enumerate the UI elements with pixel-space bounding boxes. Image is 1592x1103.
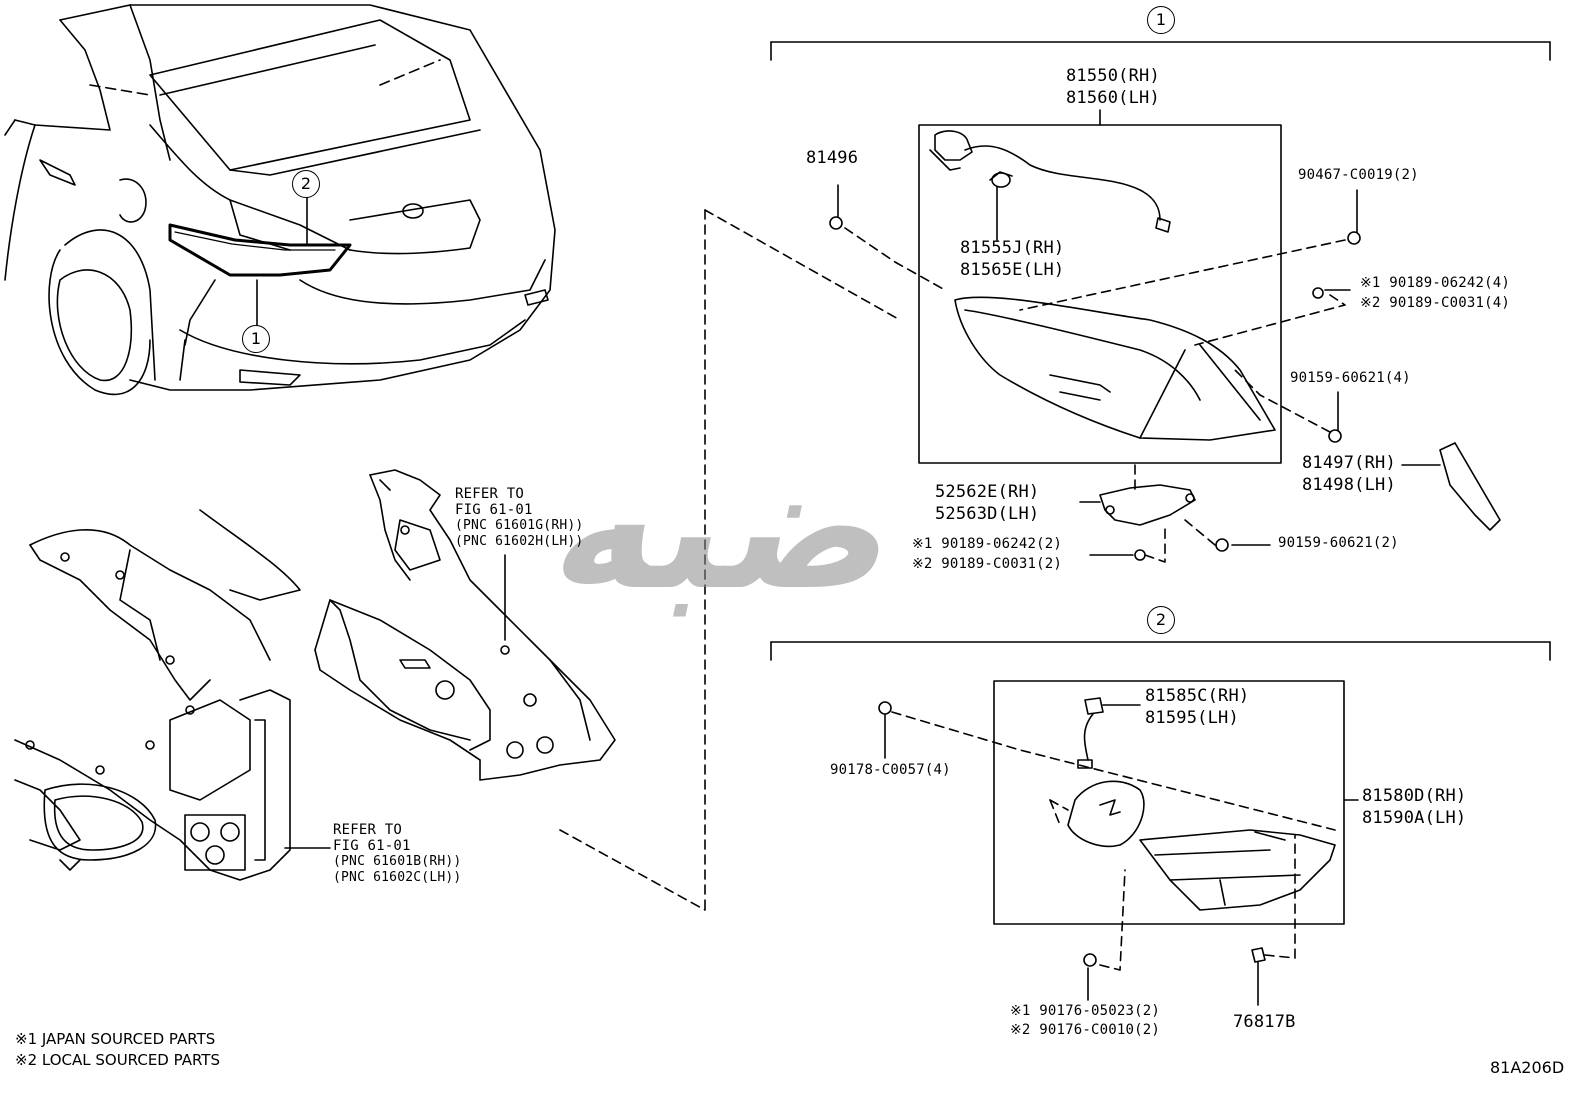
- part-90189-a1[interactable]: ※1 90189-06242(4): [1360, 275, 1510, 291]
- part-81585c[interactable]: 81585C(RH): [1145, 686, 1250, 706]
- part-81496[interactable]: 81496: [806, 148, 859, 168]
- part-76817b[interactable]: 76817B: [1233, 1012, 1296, 1032]
- dashed-leaders-1: [559, 209, 1346, 911]
- quarter-panel-illustration: [14, 509, 301, 881]
- solid-leaders-2: [884, 714, 1359, 1006]
- refer-upper-line-4: (PNC 61602H(LH)): [455, 534, 584, 549]
- fasteners-group-2: [878, 701, 1266, 967]
- part-81555j[interactable]: 81555J(RH): [960, 238, 1065, 258]
- refer-upper-line-2: FIG 61-01: [455, 502, 533, 518]
- watermark-logo: ضبه: [538, 430, 918, 628]
- refer-lower-line-2: FIG 61-01: [333, 838, 411, 854]
- refer-lower-line-4: (PNC 61602C(LH)): [333, 870, 462, 885]
- part-52562e[interactable]: 52562E(RH): [935, 482, 1040, 502]
- part-90467[interactable]: 90467-C0019(2): [1298, 167, 1419, 183]
- part-81498[interactable]: 81498(LH): [1302, 475, 1396, 495]
- part-81550[interactable]: 81550(RH): [1066, 66, 1160, 86]
- part-90159-a[interactable]: 90159-60621(4): [1290, 370, 1411, 386]
- socket-wire-81585c: [1077, 697, 1141, 769]
- group-2-bracket: [770, 641, 1551, 661]
- part-90176-2[interactable]: ※2 90176-C0010(2): [1010, 1022, 1160, 1038]
- car-rear-illustration: [4, 4, 556, 396]
- cover-81497: [1439, 442, 1501, 531]
- part-52563d[interactable]: 52563D(LH): [935, 504, 1040, 524]
- part-81560[interactable]: 81560(LH): [1066, 88, 1160, 108]
- tail-lamp-outer: [954, 296, 1276, 441]
- callout-1-group: 1: [1147, 6, 1175, 34]
- refer-to-lower[interactable]: REFER TO FIG 61-01 (PNC 61601B(RH)) (PNC…: [333, 822, 461, 886]
- inner-bracket-illustration: [314, 469, 616, 781]
- socket-wire-81555j: [929, 130, 1171, 241]
- lamp-assembly-box-1: [918, 124, 1282, 464]
- part-81497[interactable]: 81497(RH): [1302, 453, 1396, 473]
- part-81565e[interactable]: 81565E(LH): [960, 260, 1065, 280]
- refer-lower-line-3: (PNC 61601B(RH)): [333, 854, 462, 869]
- part-90189-b2[interactable]: ※2 90189-C0031(2): [912, 556, 1062, 572]
- part-90189-a2[interactable]: ※2 90189-C0031(4): [1360, 295, 1510, 311]
- part-90159-b[interactable]: 90159-60621(2): [1278, 535, 1399, 551]
- note-japan-sourced: ※1 JAPAN SOURCED PARTS: [15, 1030, 216, 1048]
- part-81580d[interactable]: 81580D(RH): [1362, 786, 1467, 806]
- part-81590a[interactable]: 81590A(LH): [1362, 808, 1467, 828]
- refer-lower-line-1: REFER TO: [333, 822, 403, 838]
- diagram-code: 81A206D: [1490, 1058, 1565, 1077]
- callout-2-car: 2: [292, 170, 320, 198]
- part-81595[interactable]: 81595(LH): [1145, 708, 1239, 728]
- part-90189-b1[interactable]: ※1 90189-06242(2): [912, 536, 1062, 552]
- bracket-52562e: [1079, 484, 1196, 526]
- dashed-leaders-2: [891, 711, 1336, 971]
- solid-leaders-1: [284, 184, 1441, 849]
- inner-lamp-81580d: [1067, 780, 1336, 911]
- callout-1-car: 1: [242, 325, 270, 353]
- group-1-bracket: [770, 41, 1551, 61]
- note-local-sourced: ※2 LOCAL SOURCED PARTS: [15, 1051, 220, 1069]
- fasteners-group-1: [829, 216, 1361, 561]
- refer-upper-line-1: REFER TO: [455, 486, 525, 502]
- part-90178[interactable]: 90178-C0057(4): [830, 762, 951, 778]
- refer-upper-line-3: (PNC 61601G(RH)): [455, 518, 584, 533]
- part-90176-1[interactable]: ※1 90176-05023(2): [1010, 1003, 1160, 1019]
- callout-2-group: 2: [1147, 606, 1175, 634]
- lamp-assembly-box-2: [993, 680, 1345, 925]
- refer-to-upper[interactable]: REFER TO FIG 61-01 (PNC 61601G(RH)) (PNC…: [455, 486, 583, 550]
